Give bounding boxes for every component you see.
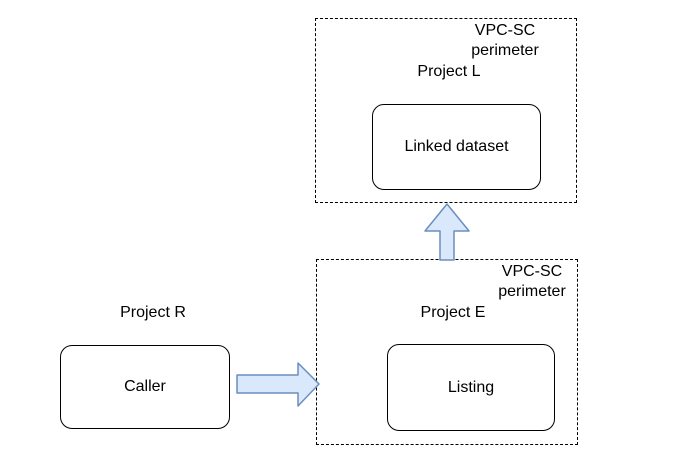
project-e-label: Project E (420, 304, 486, 321)
caller-to-listing-arrow-right-icon (236, 362, 320, 407)
linked-dataset-node-label: Linked dataset (404, 138, 509, 155)
listing-to-linked-dataset-arrow-up-icon (424, 203, 470, 261)
vpc-sc-perimeter-top-title: VPC-SC perimeter (471, 22, 539, 59)
project-l-label: Project L (417, 63, 481, 80)
vpc-sc-perimeter-top (315, 18, 577, 203)
listing-node-label: Listing (447, 378, 495, 396)
project-r-label: Project R (120, 304, 186, 321)
caller-node: Caller (60, 345, 230, 429)
caller-node-label: Caller (124, 378, 166, 395)
linked-dataset-node: Linked dataset (372, 104, 541, 190)
vpc-sc-perimeter-bottom-title: VPC-SC perimeter (498, 263, 566, 300)
listing-node: Listing (387, 344, 555, 431)
